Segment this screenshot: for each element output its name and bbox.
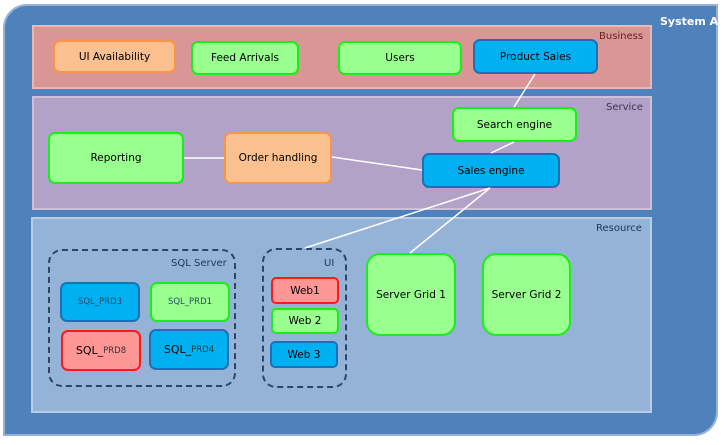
node-label: UI Availability — [78, 50, 151, 63]
node-web3[interactable]: Web 3 — [270, 341, 338, 368]
node-label: Order handling — [238, 152, 318, 164]
node-label: Sales engine — [457, 164, 525, 177]
node-label: Search engine — [476, 118, 553, 131]
node-sql-prd8[interactable]: SQL_PRD8 — [61, 330, 141, 371]
node-reporting[interactable]: Reporting — [48, 132, 184, 184]
node-label: SQL_PRD1 — [167, 297, 213, 307]
node-server-grid-1[interactable]: Server Grid 1 — [366, 253, 456, 336]
node-label: Web1 — [290, 284, 320, 297]
group-ui[interactable] — [262, 248, 347, 388]
node-sales-engine[interactable]: Sales engine — [422, 153, 560, 188]
node-label-suffix: PRD8 — [103, 345, 127, 356]
layer-service-label: Service — [606, 102, 643, 113]
node-search-engine[interactable]: Search engine — [452, 107, 577, 142]
node-label: Users — [385, 52, 415, 64]
group-sql-server[interactable] — [48, 249, 236, 387]
layer-resource-label: Resource — [596, 223, 642, 234]
node-label: Web 3 — [287, 348, 321, 361]
node-server-grid-2[interactable]: Server Grid 2 — [482, 253, 571, 336]
node-users[interactable]: Users — [338, 41, 462, 75]
node-web1[interactable]: Web1 — [271, 277, 339, 304]
node-web2[interactable]: Web 2 — [271, 308, 339, 334]
node-sql-prd1[interactable]: SQL_PRD1 — [150, 282, 230, 322]
node-label-prefix: SQL_ — [163, 343, 192, 356]
node-feed-arrivals[interactable]: Feed Arrivals — [191, 41, 299, 75]
system-title: System A — [660, 15, 719, 28]
node-sql-prd4[interactable]: SQL_PRD4 — [149, 329, 229, 370]
group-ui-label: UI — [324, 258, 335, 269]
node-label: Web 2 — [288, 315, 322, 327]
node-label: Server Grid 2 — [491, 288, 562, 301]
node-product-sales[interactable]: Product Sales — [473, 39, 598, 74]
node-label: Server Grid 1 — [376, 288, 446, 301]
group-sql-server-label: SQL Server — [171, 258, 227, 269]
layer-business-label: Business — [599, 31, 644, 42]
node-label: Reporting — [90, 152, 142, 164]
node-label: SQL_PRD3 — [77, 297, 123, 307]
node-sql-prd3[interactable]: SQL_PRD3 — [60, 282, 140, 322]
node-label: Feed Arrivals — [211, 52, 279, 64]
node-order-handling[interactable]: Order handling — [224, 132, 332, 184]
node-ui-availability[interactable]: UI Availability — [53, 40, 176, 73]
node-label: Product Sales — [499, 50, 572, 63]
node-label-prefix: SQL_ — [75, 344, 104, 357]
node-label-suffix: PRD4 — [191, 344, 215, 355]
